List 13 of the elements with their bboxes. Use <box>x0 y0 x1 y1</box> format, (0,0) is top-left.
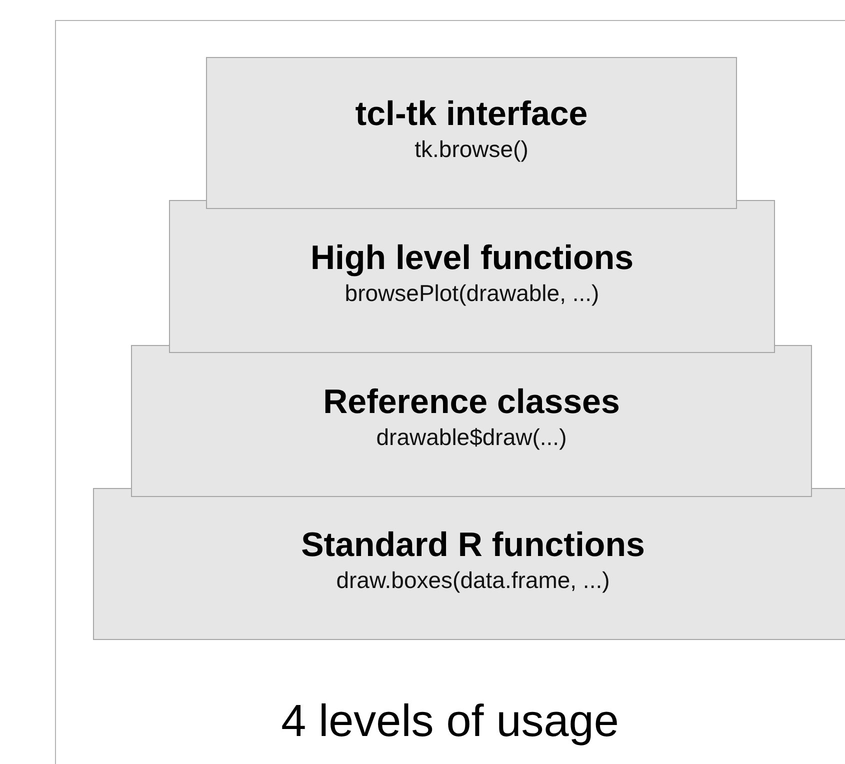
function-call: tk.browse() <box>414 135 528 164</box>
function-call: drawable$draw(...) <box>376 423 567 452</box>
layer-box <box>131 345 812 497</box>
caption: 4 levels of usage <box>280 695 620 747</box>
layer-box <box>169 200 775 353</box>
layer-title: Standard R functions <box>301 525 645 565</box>
function-call: draw.boxes(data.frame, ...) <box>336 566 610 595</box>
layer-title: High level functions <box>310 238 634 278</box>
layer-box <box>206 57 737 209</box>
layer-box <box>93 488 845 640</box>
layer-title: tcl-tk interface <box>355 94 588 134</box>
function-call: browsePlot(drawable, ...) <box>344 278 600 308</box>
layer-title: Reference classes <box>323 382 620 422</box>
